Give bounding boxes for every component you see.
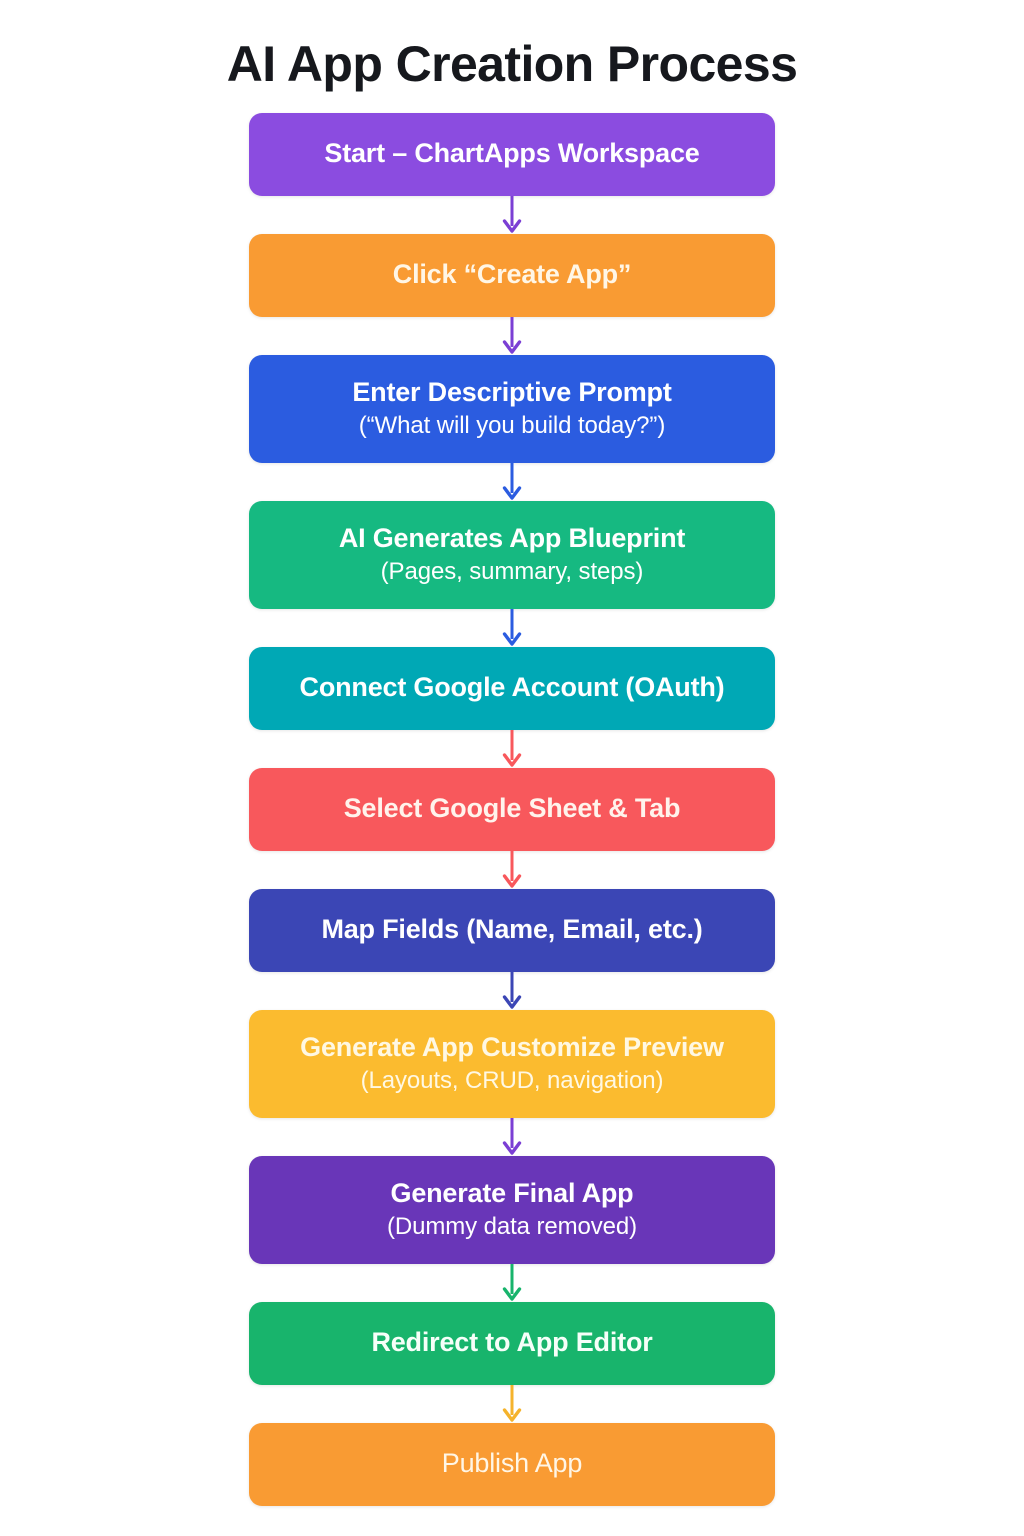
flow-node-connect-google[interactable]: Connect Google Account (OAuth) xyxy=(249,646,775,730)
arrow-connector-generate-final-to-redirect-editor xyxy=(502,1263,522,1301)
flow-node-redirect-editor-primary-label: Redirect to App Editor xyxy=(371,1327,653,1358)
flow-node-start-primary-label: Start – ChartApps Workspace xyxy=(324,138,700,169)
flow-node-customize-preview[interactable]: Generate App Customize Preview (Layouts, … xyxy=(249,1009,775,1118)
arrow-connector-select-sheet-to-map-fields xyxy=(502,850,522,888)
flow-node-generate-final[interactable]: Generate Final App (Dummy data removed) xyxy=(249,1155,775,1264)
arrow-connector-create-app-to-enter-prompt xyxy=(502,316,522,354)
flow-node-start[interactable]: Start – ChartApps Workspace xyxy=(249,112,775,196)
flow-node-select-sheet-primary-label: Select Google Sheet & Tab xyxy=(343,793,681,824)
flow-node-ai-blueprint-primary-label: AI Generates App Blueprint xyxy=(338,522,686,553)
flow-node-create-app[interactable]: Click “Create App” xyxy=(249,233,775,317)
flow-node-publish-app-primary-label: Publish App xyxy=(441,1448,583,1479)
flow-node-redirect-editor[interactable]: Redirect to App Editor xyxy=(249,1301,775,1385)
flow-node-customize-preview-primary-label: Generate App Customize Preview xyxy=(300,1031,724,1062)
arrow-connector-enter-prompt-to-ai-blueprint xyxy=(502,462,522,500)
arrow-connector-customize-preview-to-generate-final xyxy=(502,1117,522,1155)
flow-node-ai-blueprint-secondary-label: (Pages, summary, steps) xyxy=(380,557,644,585)
arrow-connector-start-to-create-app xyxy=(502,195,522,233)
flow-node-map-fields-primary-label: Map Fields (Name, Email, etc.) xyxy=(321,914,703,945)
flow-node-enter-prompt-primary-label: Enter Descriptive Prompt xyxy=(352,376,672,407)
flow-node-generate-final-secondary-label: (Dummy data removed) xyxy=(386,1212,638,1240)
arrow-connector-ai-blueprint-to-connect-google xyxy=(502,608,522,646)
flow-node-connect-google-primary-label: Connect Google Account (OAuth) xyxy=(299,672,725,703)
arrow-connector-redirect-editor-to-publish-app xyxy=(502,1384,522,1422)
flow-node-enter-prompt[interactable]: Enter Descriptive Prompt (“What will you … xyxy=(249,354,775,463)
arrow-connector-map-fields-to-customize-preview xyxy=(502,971,522,1009)
flow-node-customize-preview-secondary-label: (Layouts, CRUD, navigation) xyxy=(360,1066,664,1094)
flow-node-enter-prompt-secondary-label: (“What will you build today?”) xyxy=(358,411,666,439)
flow-node-generate-final-primary-label: Generate Final App xyxy=(390,1177,634,1208)
flow-node-publish-app[interactable]: Publish App xyxy=(249,1422,775,1506)
flow-node-select-sheet[interactable]: Select Google Sheet & Tab xyxy=(249,767,775,851)
flow-node-ai-blueprint[interactable]: AI Generates App Blueprint (Pages, summar… xyxy=(249,500,775,609)
flow-node-map-fields[interactable]: Map Fields (Name, Email, etc.) xyxy=(249,888,775,972)
flow-node-create-app-primary-label: Click “Create App” xyxy=(392,259,632,290)
arrow-connector-connect-google-to-select-sheet xyxy=(502,729,522,767)
page-title: AI App Creation Process xyxy=(226,36,798,92)
